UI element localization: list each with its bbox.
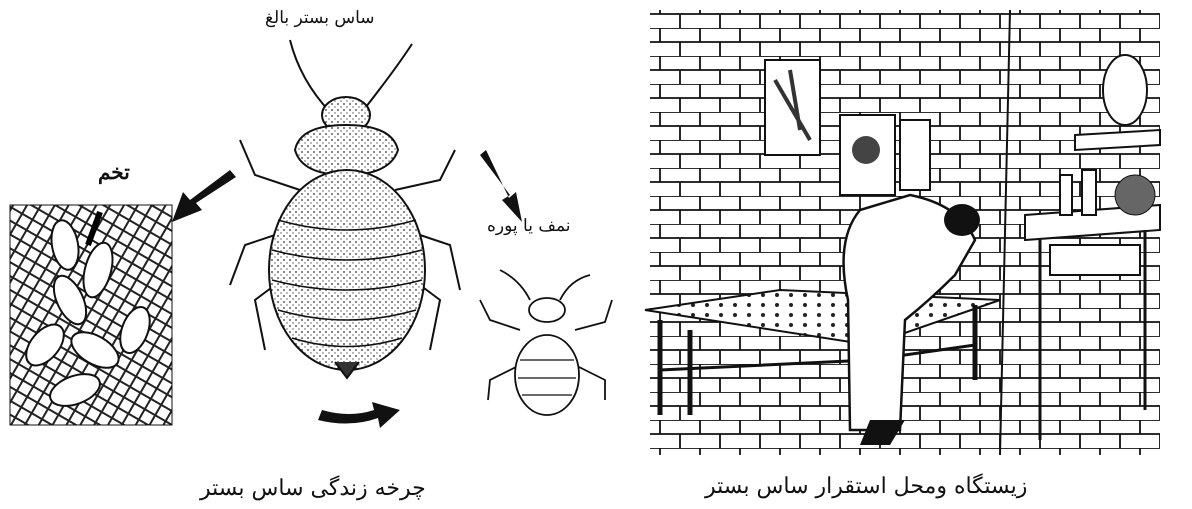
adult-bedbug-illustration bbox=[230, 40, 460, 378]
eggs-illustration bbox=[10, 205, 172, 425]
nymph-illustration bbox=[480, 270, 612, 415]
habitat-illustration bbox=[645, 10, 1160, 455]
